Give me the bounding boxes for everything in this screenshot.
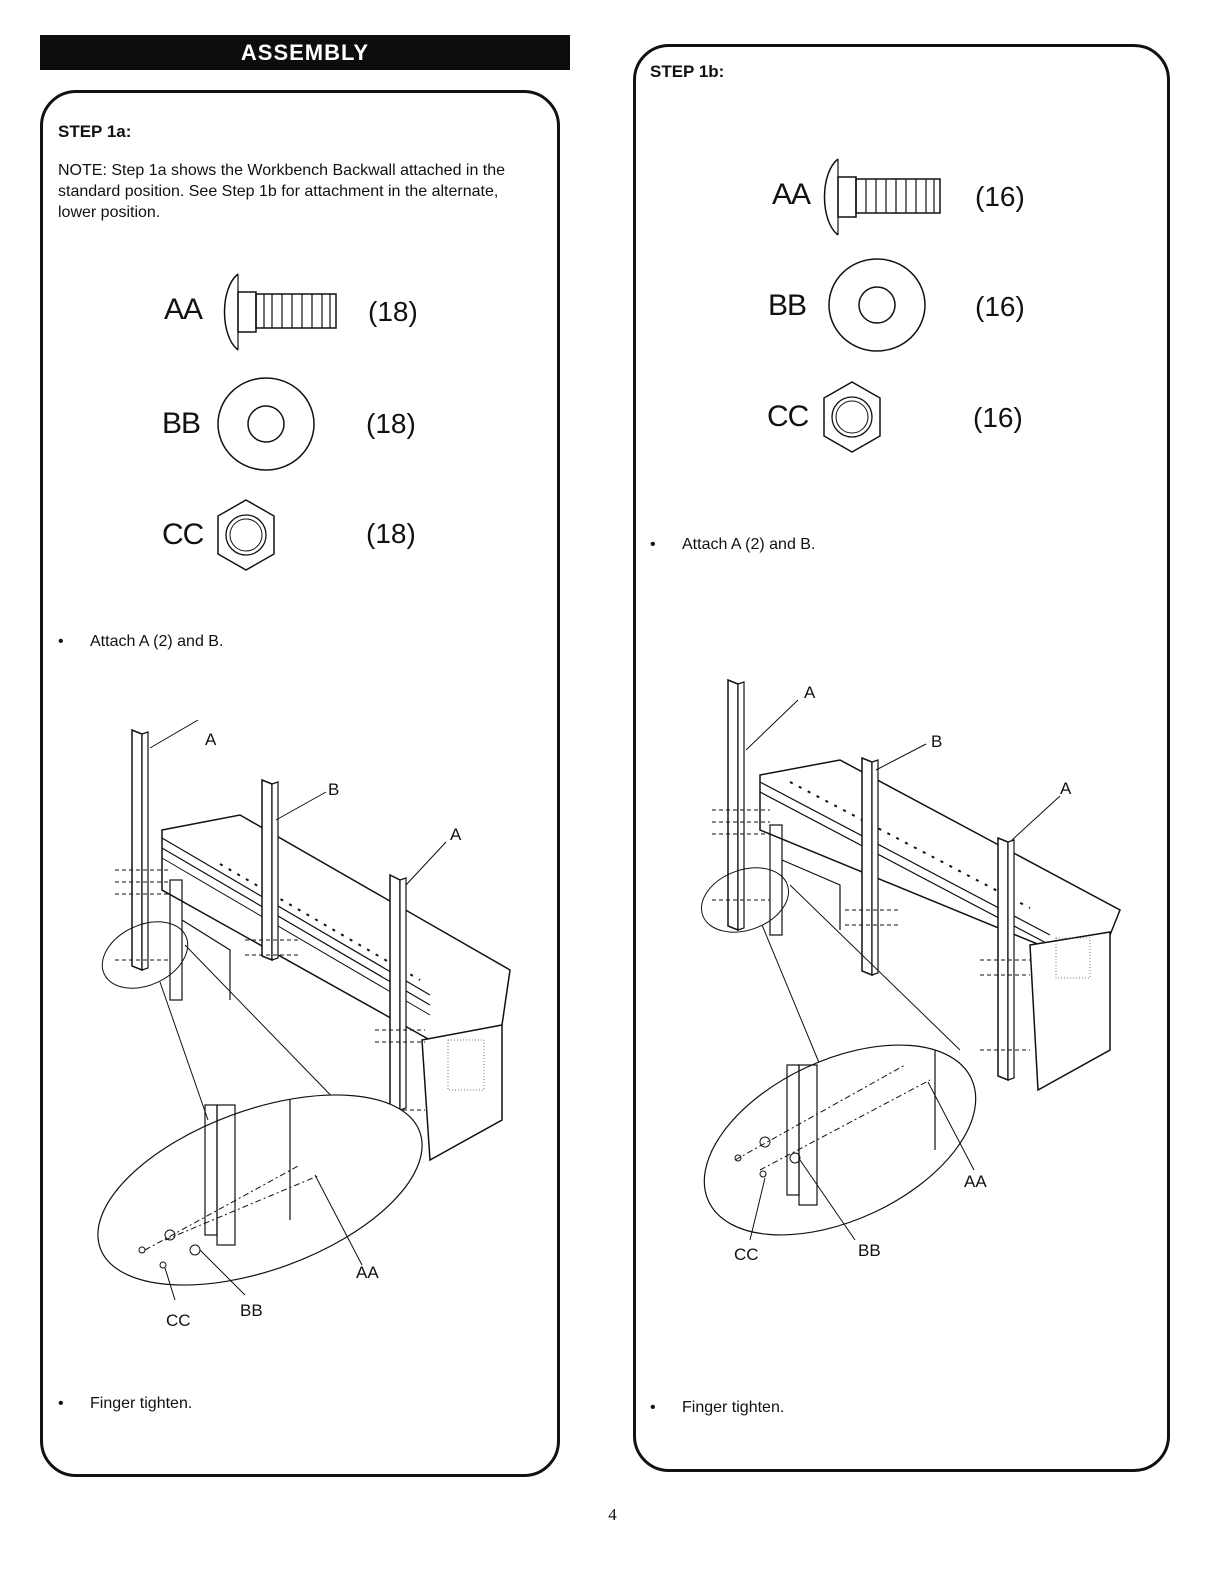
step-1b-title: STEP 1b:: [650, 62, 725, 81]
label-a-right: A: [450, 825, 462, 844]
step-1a-assembly-diagram: A B A AA BB CC: [97, 720, 511, 1330]
label-aa: AA: [356, 1263, 379, 1282]
label-bb: BB: [240, 1301, 263, 1320]
part-aa-code: AA: [772, 178, 811, 211]
part-aa-qty: (18): [368, 296, 418, 327]
part-aa-code: AA: [164, 293, 203, 326]
step-1b-assembly-diagram: A B A AA BB CC: [700, 678, 1121, 1264]
washer-icon: [217, 377, 315, 471]
bullet-text: Attach A (2) and B.: [90, 633, 224, 650]
label-a-left: A: [804, 683, 816, 702]
label-cc: CC: [734, 1245, 759, 1264]
bullet-text: Finger tighten.: [682, 1399, 785, 1416]
part-bb-qty: (16): [975, 291, 1025, 322]
step-1a-note: NOTE: Step 1a shows the Workbench Backwa…: [58, 162, 506, 221]
part-bb-code: BB: [768, 289, 807, 322]
hex-nut-icon: [823, 381, 881, 453]
assembly-header: ASSEMBLY: [40, 35, 570, 70]
label-b: B: [328, 780, 339, 799]
hex-nut-icon: [217, 499, 275, 571]
label-cc: CC: [166, 1311, 191, 1330]
bullet-text: Attach A (2) and B.: [682, 536, 816, 553]
label-b: B: [931, 732, 942, 751]
step-1a-title: STEP 1a:: [58, 122, 132, 141]
part-cc-qty: (16): [973, 402, 1023, 433]
part-bb-qty: (18): [366, 408, 416, 439]
part-bb-code: BB: [162, 407, 201, 440]
step-1b-bullet-tighten: •Finger tighten.: [650, 1399, 785, 1416]
bullet-text: Finger tighten.: [90, 1395, 193, 1412]
label-bb: BB: [858, 1241, 881, 1260]
part-cc-code: CC: [767, 400, 809, 433]
label-a-right: A: [1060, 779, 1072, 798]
step-1a-bullet-tighten: •Finger tighten.: [58, 1395, 193, 1412]
carriage-bolt-icon: [823, 158, 941, 236]
step-1b-bullet-attach: •Attach A (2) and B.: [650, 536, 816, 553]
step-1b-panel: [633, 44, 1170, 1472]
part-cc-qty: (18): [366, 518, 416, 549]
part-aa-qty: (16): [975, 181, 1025, 212]
carriage-bolt-icon: [223, 273, 337, 351]
step-1a-bullet-attach: •Attach A (2) and B.: [58, 633, 224, 650]
label-aa: AA: [964, 1172, 987, 1191]
washer-icon: [828, 258, 926, 352]
page-number: 4: [608, 1505, 617, 1524]
part-cc-code: CC: [162, 518, 204, 551]
label-a-left: A: [205, 730, 217, 749]
